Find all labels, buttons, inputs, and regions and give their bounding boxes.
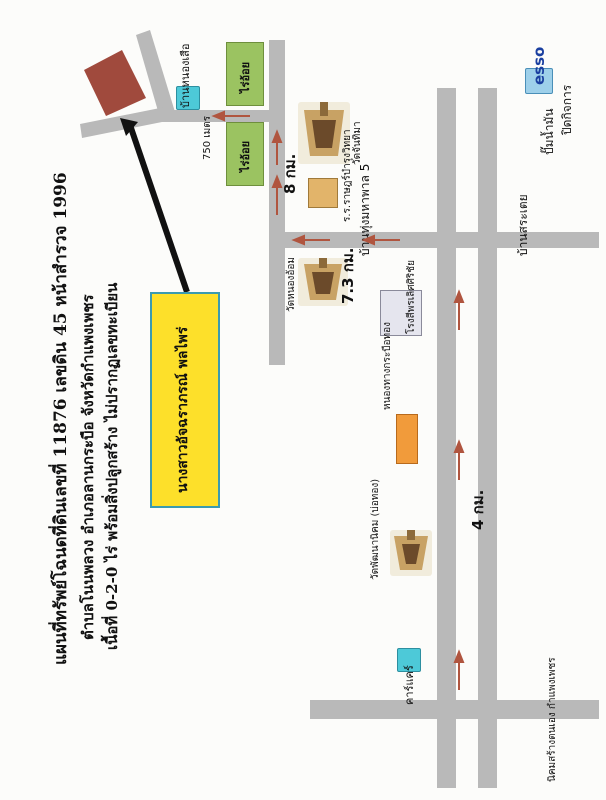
- sugarcane-field-2: [226, 122, 264, 186]
- title-line-2: ตำบลโนนพลวง อำเภอลานกระบือ จังหวัดกำแพงเ…: [79, 294, 97, 640]
- distance-7-3km: 7.3 กม.: [339, 247, 357, 304]
- esso-status: ปิดกิจการ: [560, 84, 574, 135]
- title-line-3: เนื้อที่ 0-2-0 ไร่ พร้อมสิ่งปลูกสร้าง ไม…: [103, 282, 121, 650]
- wat-phatthana-nikhom-icon: [390, 530, 432, 576]
- car-care-marker: [397, 648, 421, 672]
- wat-phatthana-nikhom-label: วัดพัฒนานิคม (บ่อทอง): [370, 478, 381, 580]
- distance-4km: 4 กม.: [469, 489, 487, 530]
- esso-marker: [525, 68, 553, 94]
- title-line-1: แผนที่ทรัพย์โฉนดที่ดินเลขที่ 11876 เลขดิ…: [51, 172, 71, 665]
- school-label: ร.ร.ราษฎร์บำรุงวิทยา: [342, 129, 353, 222]
- esso-brand: esso: [530, 46, 548, 85]
- nong-tang-marker: [396, 414, 418, 464]
- nong-tang-label: หนองทางกระบือทอง: [382, 321, 393, 410]
- ban-sa-toei-label: บ้านสระเตย: [516, 194, 530, 256]
- owner-box: [150, 292, 220, 508]
- road-north-south: [269, 40, 285, 365]
- nikhom-label: นิคมสร้างตนเอง กำแพงเพชร: [547, 657, 558, 782]
- road-main-west: [437, 88, 456, 788]
- road-to-ban-nong-sua: [160, 110, 285, 122]
- sugarcane-field-2-label: ไร่อ้อย: [239, 140, 252, 172]
- rice-mill-marker: [380, 290, 422, 336]
- distance-750m: 750 เมตร: [202, 115, 213, 160]
- road-nikhom: [310, 700, 599, 719]
- wat-chan-thima-icon: [298, 102, 350, 164]
- ban-nong-sua-label: บ้านหนองเสือ: [179, 43, 192, 108]
- road-main-east: [478, 88, 497, 788]
- sugarcane-field-1: [226, 42, 264, 106]
- parcel-marker: [84, 50, 146, 116]
- car-care-label: คาร์แคร์: [403, 665, 416, 705]
- sugarcane-field-1-label: ไร่อ้อย: [239, 61, 252, 93]
- ban-thung-maha-phan-label: บ้านทุ่งมหาพาล 5: [358, 163, 372, 256]
- wat-nong-oi-label: วัดหนองอ้อม: [286, 256, 297, 312]
- owner-label: นางสาวอัจฉราภรณ์ พลไพร่: [175, 326, 191, 493]
- rice-mill-label: โรงสีพรเลิศศิริชัย: [406, 260, 417, 334]
- wat-nong-oi-icon: [298, 258, 348, 306]
- ban-nong-sua-marker: [176, 86, 200, 110]
- distance-8km: 8 กม.: [281, 153, 299, 194]
- road-cross-sa-toei: [281, 232, 599, 248]
- esso-label: ปั๊มน้ำมัน: [542, 108, 556, 155]
- school-icon: [308, 178, 338, 208]
